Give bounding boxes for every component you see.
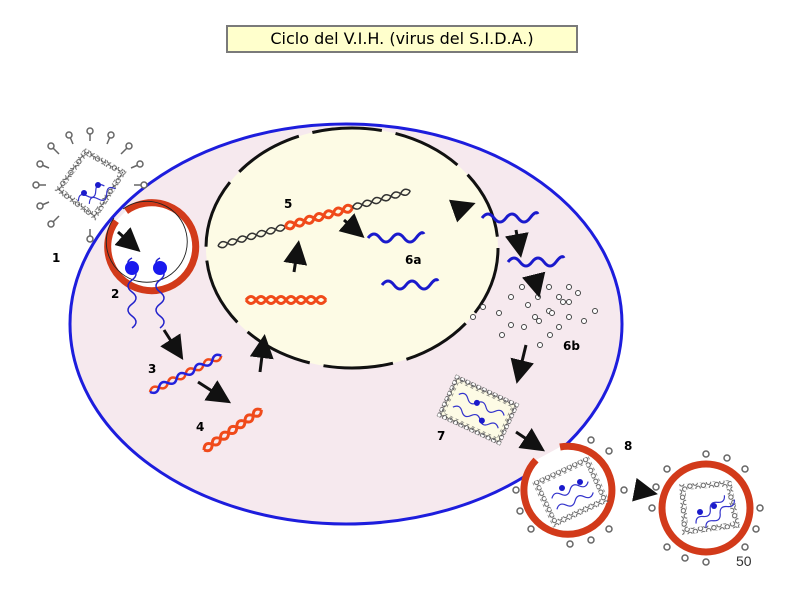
- diagram-title: Ciclo del V.I.H. (virus del S.I.D.A.): [226, 25, 578, 53]
- arrow-nuc-5: [283, 240, 308, 273]
- arrow-6b-7: [510, 344, 534, 384]
- arrow-3-4: [197, 380, 232, 404]
- arrow-rna-6b: [521, 271, 546, 298]
- viral-dna-in-nucleus: [244, 295, 328, 305]
- step-2-rna: [125, 257, 167, 329]
- step-7-capsid: [436, 374, 520, 446]
- step-label-3: 3: [148, 362, 156, 376]
- page-number: 50: [736, 553, 752, 569]
- step-label-1: 1: [52, 251, 60, 265]
- step-label-4: 4: [196, 420, 204, 434]
- nucleus: [204, 126, 500, 370]
- arrow-4-nuc: [249, 334, 274, 373]
- arrow-2-3: [160, 329, 184, 361]
- step-label-6a: 6a: [405, 253, 421, 267]
- arrow-5-6a: [338, 213, 365, 238]
- step-8-budding-virus: [512, 436, 628, 548]
- mature-virus: [648, 450, 764, 566]
- step-6b-proteins: [470, 284, 598, 348]
- step-label-8: 8: [624, 439, 632, 453]
- step-label-6b: 6b: [563, 339, 580, 353]
- step-3-hybrid: [148, 353, 223, 395]
- arrow-1-2: [114, 227, 141, 252]
- step-4-dna: [202, 407, 263, 453]
- step-5-integrated-dna: [217, 188, 411, 249]
- arrow-8-mature: [632, 477, 658, 502]
- spikes: [32, 127, 148, 243]
- step-6a-rna: [366, 211, 566, 291]
- virus-1: [32, 127, 200, 295]
- step-label-5: 5: [284, 197, 292, 211]
- arrow-7-8: [515, 428, 545, 452]
- arrow-exit: [449, 199, 476, 223]
- step-label-7: 7: [437, 429, 445, 443]
- step-label-2: 2: [111, 287, 119, 301]
- flow-arrows: [114, 199, 658, 502]
- arrow-6a-rna2: [504, 229, 529, 258]
